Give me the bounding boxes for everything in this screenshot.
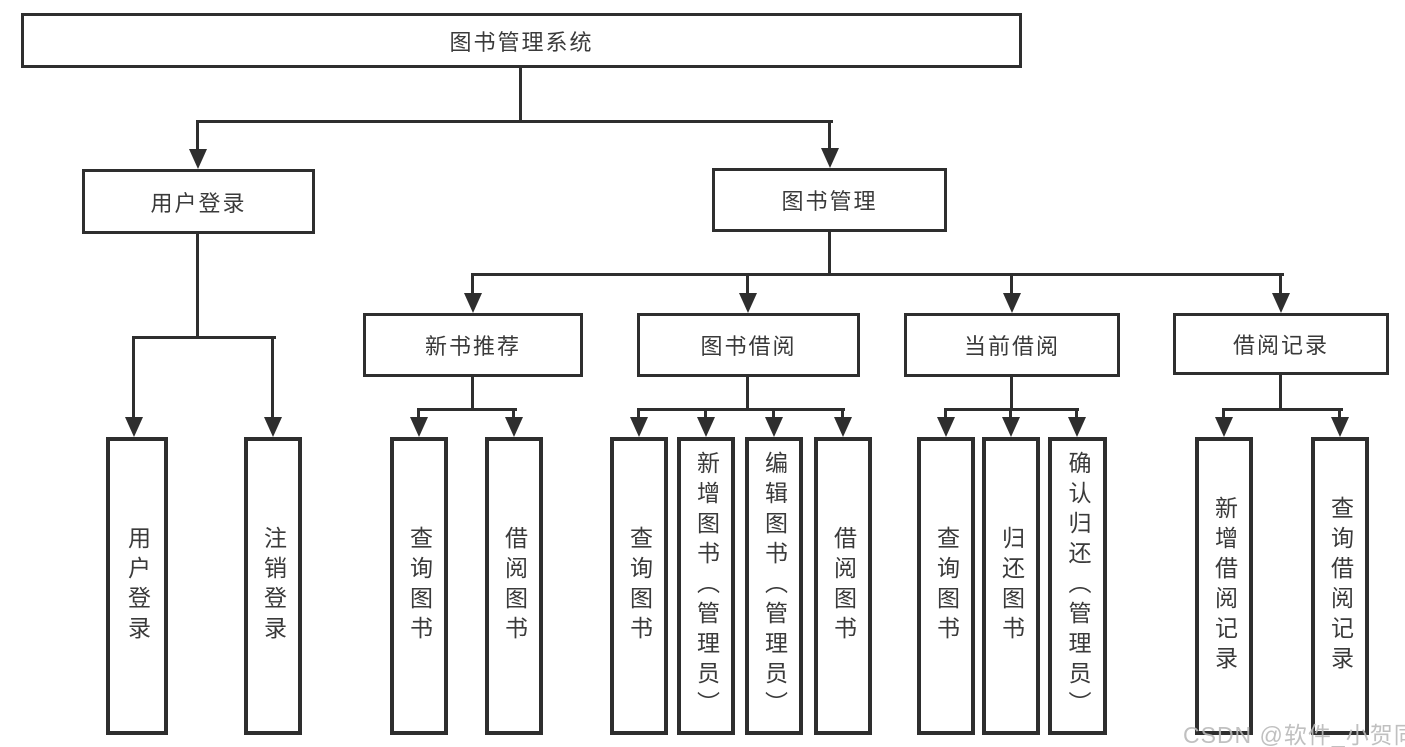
- arrowhead-icon: [505, 417, 523, 437]
- edge-level2-rail: [196, 120, 833, 123]
- node-label: 查询图书: [406, 526, 433, 646]
- edge-drop-current-borrow: [1010, 273, 1013, 299]
- edge-drop-query-record: [1338, 408, 1341, 422]
- edge-book-borrow-rail: [637, 408, 845, 411]
- arrowhead-icon: [630, 417, 648, 437]
- arrowhead-icon: [1068, 417, 1086, 437]
- csdn-watermark: CSDN @软件_小贺同学: [1183, 722, 1405, 747]
- node-label: 归还图书: [998, 526, 1025, 646]
- node-root: 图书管理系统: [21, 13, 1022, 68]
- arrowhead-icon: [1331, 417, 1349, 437]
- leaf-borrow-book-1: 借阅图书: [485, 437, 543, 735]
- node-label: 图书管理系统: [449, 29, 594, 55]
- edge-drop-add-book: [704, 408, 707, 422]
- node-label: 确认归还（管理员）: [1065, 451, 1091, 721]
- arrowhead-icon: [1002, 417, 1020, 437]
- edge-level3-rail: [471, 273, 1284, 276]
- leaf-query-book-2: 查询图书: [610, 437, 668, 735]
- leaf-edit-book-admin: 编辑图书（管理员）: [745, 437, 803, 735]
- leaf-add-borrow-record: 新增借阅记录: [1195, 437, 1253, 735]
- edge-book-management-stem: [828, 232, 831, 276]
- arrowhead-icon: [697, 417, 715, 437]
- node-user-login: 用户登录: [82, 169, 315, 234]
- arrowhead-icon: [1003, 293, 1021, 313]
- arrowhead-icon: [937, 417, 955, 437]
- edge-drop-leaf-logout: [271, 336, 274, 422]
- leaf-add-book-admin: 新增图书（管理员）: [677, 437, 735, 735]
- edge-drop-book-management: [828, 120, 831, 153]
- edge-drop-user-login: [196, 120, 199, 154]
- node-borrow-records: 借阅记录: [1173, 313, 1389, 375]
- edge-current-borrow-stem: [1010, 377, 1013, 411]
- arrowhead-icon: [739, 293, 757, 313]
- node-current-borrow: 当前借阅: [904, 313, 1120, 377]
- edge-drop-return-book: [1009, 408, 1012, 422]
- edge-drop-query-book-2: [637, 408, 640, 422]
- arrowhead-icon: [834, 417, 852, 437]
- node-label: 新书推荐: [424, 334, 521, 359]
- arrowhead-icon: [464, 293, 482, 313]
- node-book-management: 图书管理: [712, 168, 947, 232]
- edge-borrow-records-stem: [1279, 375, 1282, 411]
- edge-new-book-rail: [417, 408, 517, 411]
- leaf-return-book: 归还图书: [982, 437, 1040, 735]
- node-label: 图书借阅: [700, 334, 797, 359]
- edge-drop-edit-book: [772, 408, 775, 422]
- arrowhead-icon: [125, 417, 143, 437]
- node-label: 新增图书（管理员）: [693, 451, 720, 721]
- node-label: 借阅记录: [1232, 333, 1329, 358]
- node-label: 图书管理: [781, 189, 878, 214]
- node-label: 当前借阅: [963, 334, 1060, 359]
- edge-drop-query-book-1: [417, 408, 420, 422]
- node-label: 用户登录: [124, 526, 151, 646]
- leaf-query-book-1: 查询图书: [390, 437, 448, 735]
- leaf-user-login: 用户登录: [106, 437, 168, 735]
- edge-root-stem: [519, 68, 522, 122]
- leaf-query-book-3: 查询图书: [917, 437, 975, 735]
- edge-user-login-stem: [196, 234, 199, 339]
- edge-drop-add-record: [1222, 408, 1225, 422]
- edge-drop-borrow-records: [1279, 273, 1282, 299]
- leaf-confirm-return-admin: 确认归还（管理员）: [1048, 437, 1107, 735]
- arrowhead-icon: [765, 417, 783, 437]
- arrowhead-icon: [264, 417, 282, 437]
- arrowhead-icon: [821, 148, 839, 168]
- node-label: 借阅图书: [501, 526, 528, 646]
- edge-drop-new-book-recommend: [471, 273, 474, 299]
- node-label: 借阅图书: [830, 526, 857, 646]
- arrowhead-icon: [1272, 293, 1290, 313]
- edge-drop-book-borrow: [746, 273, 749, 299]
- edge-borrow-records-rail: [1222, 408, 1343, 411]
- leaf-query-borrow-record: 查询借阅记录: [1311, 437, 1369, 735]
- node-label: 编辑图书（管理员）: [761, 451, 788, 721]
- edge-new-book-stem: [471, 377, 474, 411]
- node-label: 查询图书: [626, 526, 653, 646]
- edge-drop-leaf-user-login: [132, 336, 135, 422]
- arrowhead-icon: [410, 417, 428, 437]
- arrowhead-icon: [189, 149, 207, 169]
- node-label: 新增借阅记录: [1211, 496, 1238, 676]
- arrowhead-icon: [1215, 417, 1233, 437]
- edge-drop-confirm-return: [1075, 408, 1078, 422]
- edge-user-login-rail: [132, 336, 276, 339]
- leaf-logout: 注销登录: [244, 437, 302, 735]
- node-book-borrow: 图书借阅: [637, 313, 860, 377]
- edge-book-borrow-stem: [746, 377, 749, 411]
- node-label: 注销登录: [260, 526, 287, 646]
- leaf-borrow-book-2: 借阅图书: [814, 437, 872, 735]
- node-label: 用户登录: [150, 190, 247, 216]
- node-label: 查询借阅记录: [1327, 496, 1354, 676]
- edge-drop-borrow-book-2: [841, 408, 844, 422]
- edge-drop-query-book-3: [944, 408, 947, 422]
- edge-drop-borrow-book-1: [512, 408, 515, 422]
- node-new-book-recommend: 新书推荐: [363, 313, 583, 377]
- node-label: 查询图书: [933, 526, 960, 646]
